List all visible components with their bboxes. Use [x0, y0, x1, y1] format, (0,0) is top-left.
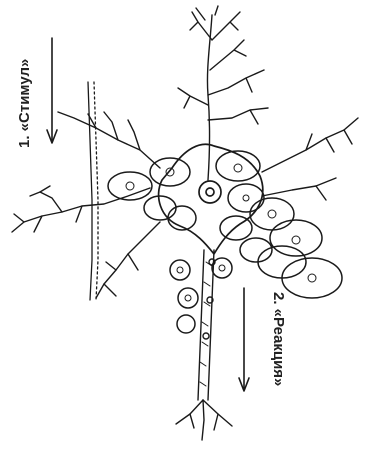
axon-terminals [176, 400, 232, 440]
right-dendrites [262, 118, 358, 200]
stimulus-label: 1. «Стимул» [16, 36, 38, 148]
neuron-soma [159, 144, 263, 254]
reaction-label: 2. «Реакция» [265, 292, 287, 432]
glial-cells [108, 151, 342, 333]
axon [198, 250, 215, 400]
stimulus-arrow [47, 38, 57, 143]
reaction-arrow [239, 288, 249, 391]
upper-dendrites [178, 6, 268, 180]
input-fibre [88, 82, 98, 300]
